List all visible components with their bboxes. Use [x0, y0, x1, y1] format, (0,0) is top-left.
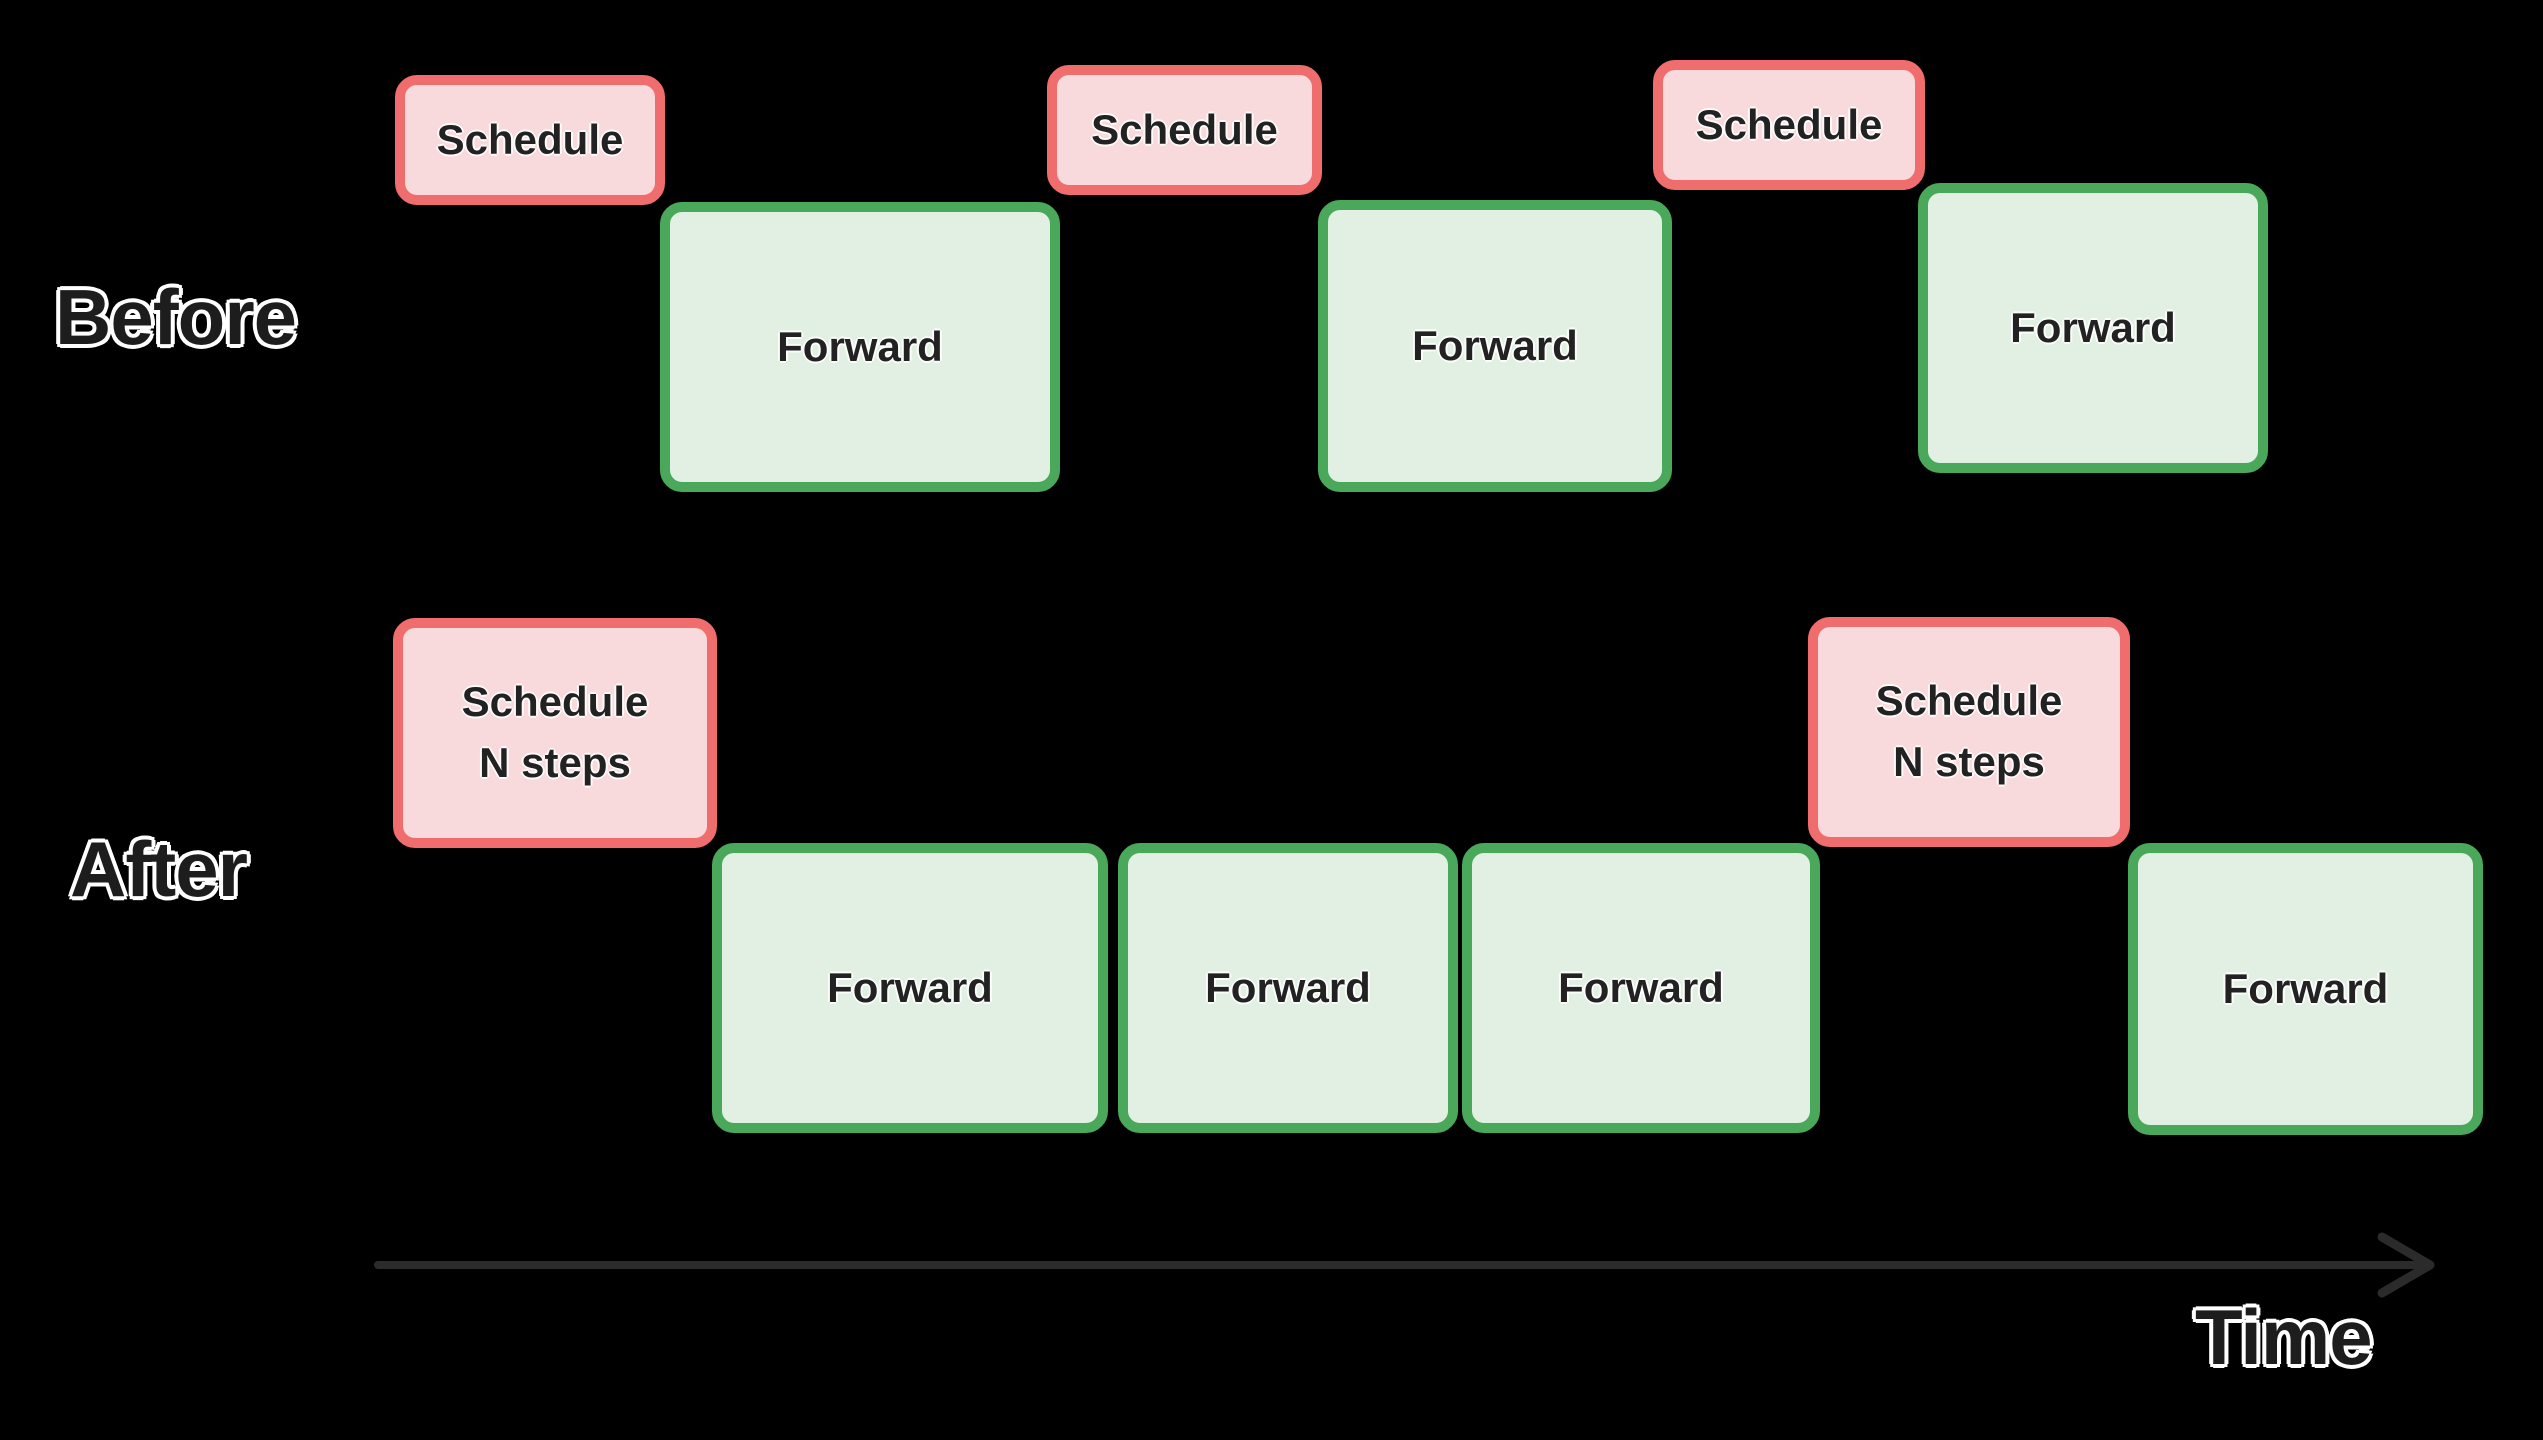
- forward-box-label: Forward: [2222, 964, 2389, 1012]
- schedule-box: Schedule: [1653, 60, 1925, 190]
- forward-box-label: Forward: [777, 322, 943, 370]
- forward-box: Forward: [1318, 200, 1672, 492]
- forward-box-label: Forward: [2010, 303, 2176, 351]
- forward-box: Forward: [1118, 843, 1458, 1133]
- forward-box-label: Forward: [827, 963, 993, 1011]
- forward-box-label: Forward: [1412, 321, 1578, 369]
- forward-box: Forward: [660, 202, 1060, 492]
- forward-box: Forward: [712, 843, 1108, 1133]
- time-arrow-head-icon: [2377, 1232, 2435, 1298]
- schedule-box-label: Schedule: [436, 115, 624, 163]
- forward-box: Forward: [1462, 843, 1820, 1133]
- forward-box-label: Forward: [1558, 963, 1724, 1011]
- forward-box: Forward: [1918, 183, 2268, 473]
- schedule-box: Schedule: [1047, 65, 1322, 195]
- schedule-box-label: Schedule: [1695, 100, 1883, 148]
- after-row-label: After: [70, 825, 248, 913]
- forward-box-label: Forward: [1205, 963, 1371, 1011]
- schedule-box-label: Schedule: [1091, 105, 1278, 153]
- time-axis-label: Time: [2195, 1293, 2373, 1381]
- schedule-box: Schedule: [395, 75, 665, 205]
- before-row-label: Before: [55, 273, 297, 361]
- forward-box: Forward: [2128, 843, 2483, 1135]
